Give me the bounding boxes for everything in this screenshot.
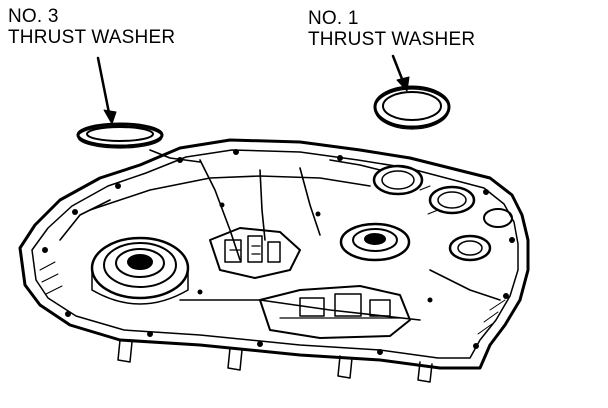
callout-no1-line2: THRUST WASHER [308,29,476,50]
center-gear-cluster [209,227,301,279]
left-bearing-bore [90,236,190,305]
thrust-washer-no1 [373,85,451,130]
center-bearing-bore [339,222,411,262]
callout-no3-line2: THRUST WASHER [8,27,176,48]
callout-no3-line1: NO. 3 [8,6,59,27]
thrust-washer-no3 [76,122,164,149]
shading-hatch [39,185,506,335]
lower-bracket-assembly [259,285,411,339]
case-outline [18,138,530,383]
callout-label-no3-thrust-washer: NO. 3 THRUST WASHER [8,6,175,48]
leader-line-no3 [96,56,117,125]
upper-right-bores [372,164,513,262]
callout-label-no1-thrust-washer: NO. 1 THRUST WASHER [308,8,475,50]
perimeter-bolt-holes [42,149,515,355]
callout-no1-line1: NO. 1 [308,8,359,29]
